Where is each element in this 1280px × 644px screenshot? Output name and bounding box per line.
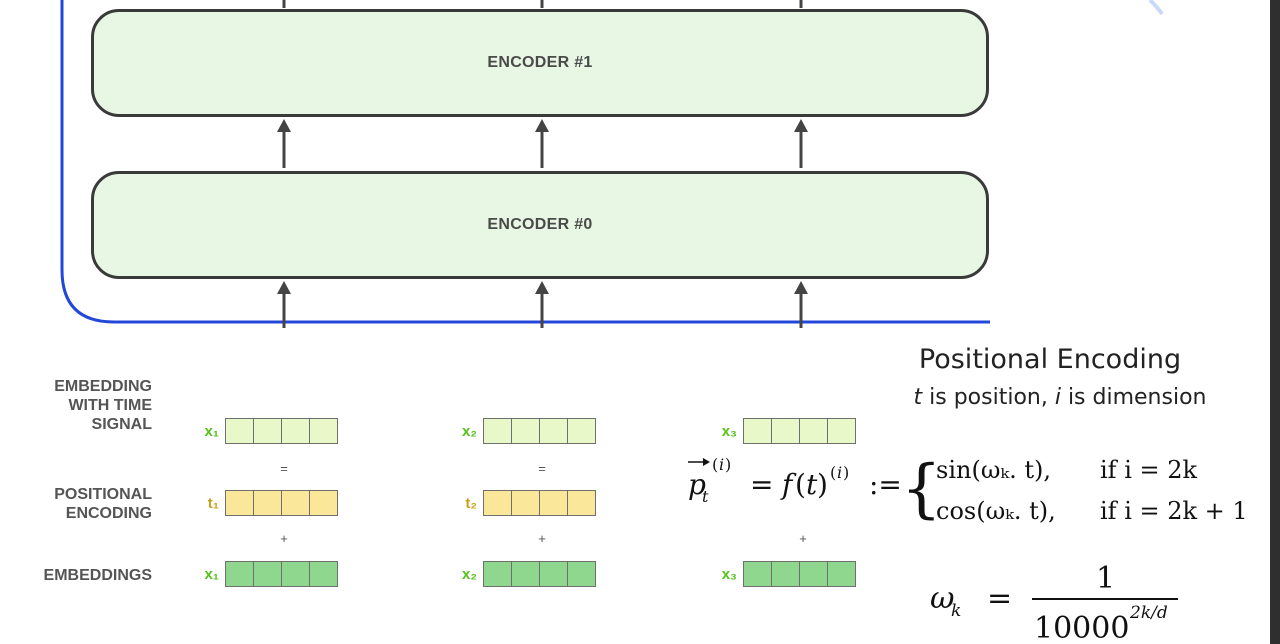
equals-sign: = [538, 461, 546, 476]
svg-text:=: = [987, 581, 1012, 616]
blue-outline [60, 0, 990, 324]
plus-sign: + [799, 531, 807, 546]
svg-text:{: { [901, 452, 942, 526]
vector-label: x₃ [721, 566, 737, 583]
omega-denominator: 10000 [1034, 611, 1129, 644]
formula-sin-condition: if i = 2k [1100, 456, 1198, 484]
vector-label: x₁ [204, 423, 219, 440]
arrow-up-icon [535, 281, 549, 328]
svg-text:k: k [951, 601, 961, 621]
light-blue-hint [1148, 0, 1164, 16]
vector-label: x₁ [204, 566, 219, 583]
svg-text:(: ( [712, 455, 718, 474]
svg-text:t: t [702, 487, 709, 506]
arrow-up-icon [277, 119, 291, 168]
encoder-1-label: ENCODER #1 [487, 54, 593, 71]
svg-text:ω: ω [930, 581, 954, 616]
row-label-positional-encoding: POSITIONAL ENCODING [54, 486, 152, 522]
plus-sign: + [538, 531, 546, 546]
encoder-0-label: ENCODER #0 [487, 216, 593, 233]
svg-text:): ) [843, 463, 849, 482]
vector-label: x₂ [461, 566, 477, 583]
positional-encoding-subtitle: t is position, i is dimension [913, 385, 1207, 410]
svg-text:i: i [719, 455, 724, 474]
vector-label: x₃ [721, 423, 737, 440]
svg-text:i: i [837, 463, 842, 482]
omega-exponent: 2k/d [1129, 603, 1168, 623]
scrollbar[interactable] [1270, 0, 1280, 644]
svg-text:): ) [817, 468, 828, 501]
svg-text:): ) [725, 455, 731, 474]
plus-sign: + [280, 531, 288, 546]
encoder-1-box: ENCODER #1 [91, 9, 989, 117]
vector-label: x₂ [461, 423, 477, 440]
omega-numerator: 1 [1096, 561, 1115, 596]
svg-text:t: t [806, 468, 818, 501]
positional-encoding-title: Positional Encoding [918, 344, 1182, 375]
arrow-up-icon [277, 281, 291, 328]
svg-text:(: ( [795, 468, 806, 501]
formula-cos-case: cos(ωₖ. t), [936, 497, 1056, 525]
svg-text:p: p [688, 468, 706, 501]
svg-text:=: = [750, 468, 773, 501]
vector-label: t₂ [465, 495, 477, 512]
svg-text::=: := [869, 468, 902, 501]
equals-sign: = [280, 461, 288, 476]
svg-text:(: ( [830, 463, 836, 482]
arrow-up-icon [535, 119, 549, 168]
formula-cos-condition: if i = 2k + 1 [1100, 497, 1248, 525]
arrow-up-icon [794, 119, 808, 168]
vector-label: t₁ [207, 495, 219, 512]
formula-sin-case: sin(ωₖ. t), [936, 456, 1051, 484]
arrow-up-icon [794, 281, 808, 328]
row-label-embeddings: EMBEDDINGS [43, 567, 152, 584]
encoder-0-box: ENCODER #0 [91, 171, 989, 279]
row-label-embedding-with-time-signal: EMBEDDING WITH TIME SIGNAL [54, 378, 152, 433]
